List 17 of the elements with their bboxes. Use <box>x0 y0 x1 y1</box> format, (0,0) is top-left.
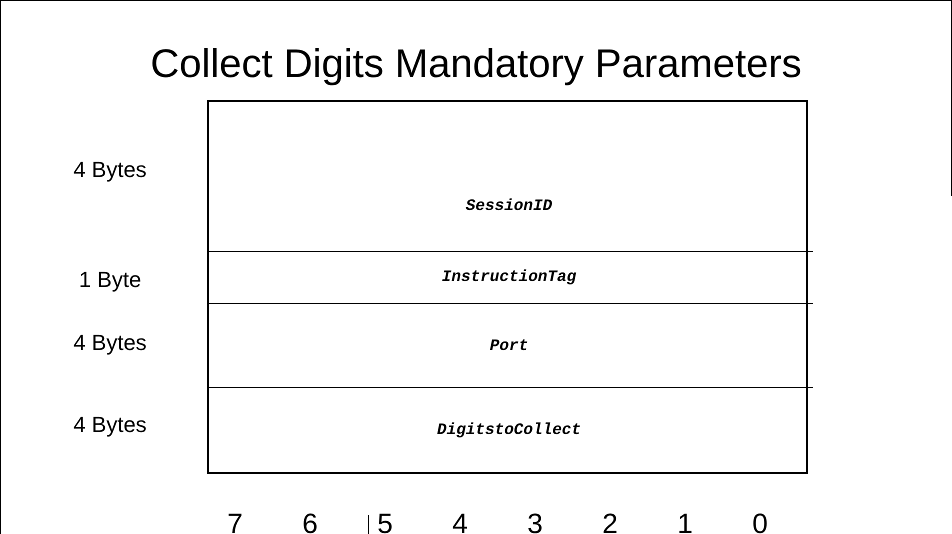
bit-number: 5 <box>376 508 394 534</box>
diagram-title: Collect Digits Mandatory Parameters <box>149 41 803 88</box>
field-name: SessionID <box>466 197 552 215</box>
byte-size-label: 1 Byte <box>78 267 142 293</box>
byte-size-label: 4 Bytes <box>72 412 148 438</box>
field-name: Port <box>490 337 528 355</box>
byte-size-label: 4 Bytes <box>72 157 148 183</box>
bit-number: 6 <box>301 508 319 534</box>
field-name: InstructionTag <box>442 268 576 286</box>
bit-number: 3 <box>526 508 544 534</box>
bit-number: 1 <box>676 508 694 534</box>
bit-number: 2 <box>601 508 619 534</box>
bit-number: 0 <box>751 508 769 534</box>
field-name: DigitstoCollect <box>436 421 582 439</box>
bit-number: 7 <box>226 508 244 534</box>
bit-number: 4 <box>451 508 469 534</box>
byte-size-label: 4 Bytes <box>72 330 148 356</box>
